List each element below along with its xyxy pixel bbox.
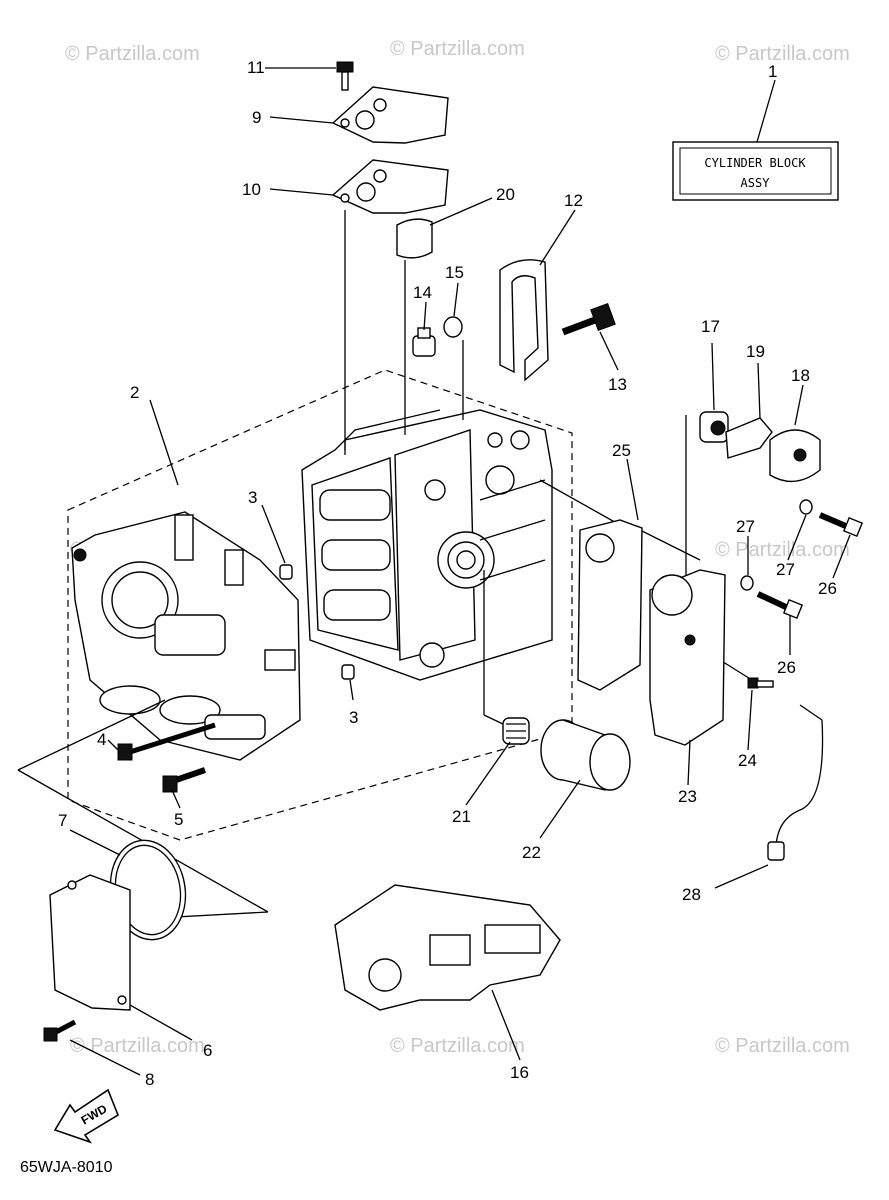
callout-21: 21	[452, 807, 471, 826]
callout-11: 11	[247, 58, 265, 77]
thermostat-17	[699, 411, 729, 443]
callout-13: 13	[608, 375, 627, 394]
washer-27-upper	[799, 499, 813, 515]
callout-6: 6	[203, 1041, 212, 1060]
callout-18: 18	[791, 366, 810, 385]
watermark: © Partzilla.com	[715, 1035, 850, 1057]
cylinder-head	[71, 511, 301, 761]
callout-23: 23	[678, 787, 697, 806]
gasket-plate	[331, 159, 449, 214]
callout-27-left: 27	[736, 517, 755, 536]
washer-15	[443, 316, 463, 338]
callout-7: 7	[58, 811, 67, 830]
diagram-code: 65WJA-8010	[20, 1159, 113, 1176]
callout-16: 16	[510, 1063, 529, 1082]
watermark: © Partzilla.com	[715, 43, 850, 65]
callout-26-upper: 26	[818, 579, 837, 598]
bolt-13	[561, 302, 616, 336]
callout-27-right: 27	[776, 560, 795, 579]
plug-14	[412, 327, 436, 357]
cylinder-block-label: CYLINDER BLOCK ASSY	[672, 141, 839, 201]
callout-8: 8	[145, 1070, 154, 1089]
oil-filter-22	[540, 719, 631, 791]
callout-20: 20	[496, 185, 515, 204]
watermark: © Partzilla.com	[390, 1035, 525, 1057]
bracket-12	[499, 259, 549, 382]
callout-24: 24	[738, 751, 757, 770]
callout-28: 28	[682, 885, 701, 904]
callout-3-lower: 3	[349, 708, 358, 727]
callout-25: 25	[612, 441, 631, 460]
cover-6	[49, 874, 131, 1011]
label-line-1: CYLINDER BLOCK	[704, 156, 806, 170]
bolt-26-lower	[756, 591, 804, 620]
callout-17: 17	[701, 317, 720, 336]
callout-2: 2	[130, 383, 139, 402]
fwd-arrow-icon: FWD	[53, 1088, 119, 1144]
gasket-25	[577, 519, 643, 691]
callout-12: 12	[564, 191, 583, 210]
bolt-26-upper	[818, 512, 864, 538]
cover-18	[769, 429, 821, 483]
callout-numbers: 11 9 10 1 2 3 3 4 5 6 7 8 16 20 12 13 14…	[58, 58, 837, 1089]
hose-28	[767, 841, 785, 861]
bolt-8	[43, 1019, 77, 1042]
watermark: © Partzilla.com	[70, 1035, 205, 1057]
bolt-5	[162, 767, 206, 793]
fitting-24	[747, 677, 774, 689]
washer-27-lower	[740, 575, 754, 591]
bolt-11	[336, 61, 354, 91]
gasket-19	[725, 417, 773, 459]
label-line-2: ASSY	[741, 176, 771, 190]
sleeve-20	[396, 218, 433, 259]
watermark: © Partzilla.com	[65, 43, 200, 65]
watermark: © Partzilla.com	[390, 38, 525, 60]
callout-9: 9	[252, 108, 261, 127]
watermark: © Partzilla.com	[715, 539, 850, 561]
callout-1: 1	[768, 62, 777, 81]
callout-4: 4	[97, 730, 106, 749]
callout-10: 10	[242, 180, 261, 199]
cylinder-block-body	[301, 409, 553, 681]
dowel-3-lower	[341, 664, 355, 680]
callout-15: 15	[445, 263, 464, 282]
bolt-4	[117, 722, 216, 761]
callout-26-lower: 26	[777, 658, 796, 677]
dowel-3-upper	[279, 564, 293, 580]
callout-3-upper: 3	[248, 488, 257, 507]
cover-plate	[331, 86, 449, 144]
fitting-21	[502, 717, 530, 745]
leader-lines	[69, 67, 851, 1076]
callout-14: 14	[413, 283, 432, 302]
callout-5: 5	[174, 810, 183, 829]
guide-lines	[17, 210, 824, 921]
callout-22: 22	[522, 843, 541, 862]
callout-19: 19	[746, 342, 765, 361]
